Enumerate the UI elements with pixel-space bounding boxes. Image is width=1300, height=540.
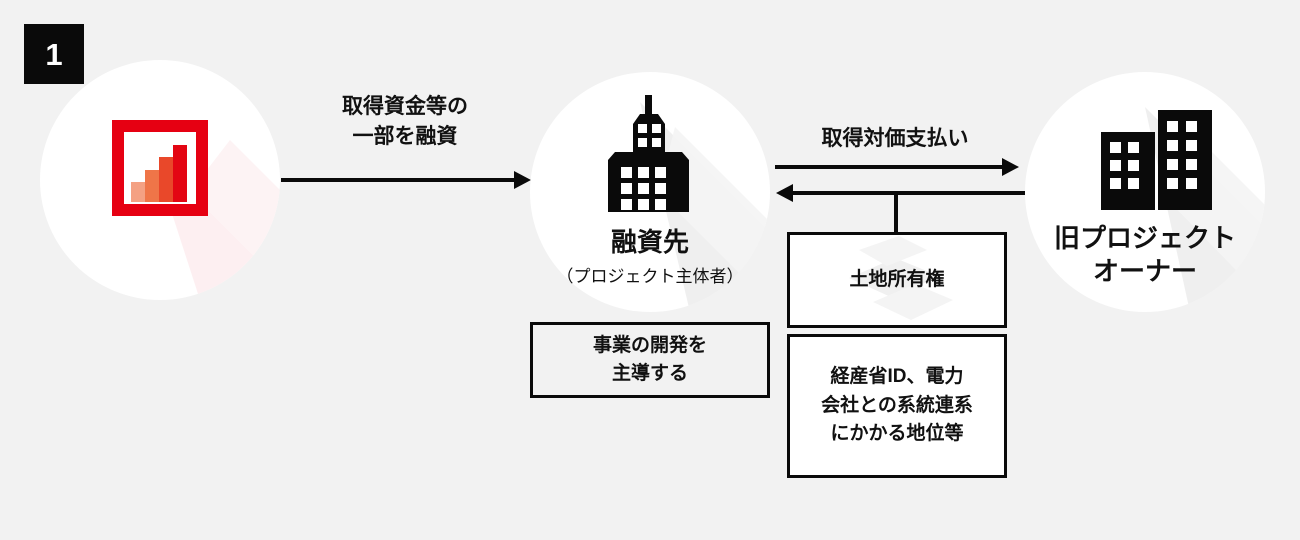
box-land-ownership: 土地所有権	[787, 232, 1007, 328]
connector-transfer-to-boxes	[894, 193, 898, 235]
box-development-lead: 事業の開発を 主導する	[530, 322, 770, 398]
step-number-badge: 1	[24, 24, 84, 84]
box-grid-status-text: 経産省ID、電力 会社との系統連系 にかかる地位等	[821, 366, 973, 445]
former-owner-label: 旧プロジェクト オーナー	[1053, 223, 1236, 287]
arrow-line-transfer	[793, 191, 1025, 195]
lender-circle-shadow	[153, 140, 280, 300]
arrow-head-transfer	[776, 184, 793, 202]
arrow-label-payment: 取得対価支払い	[821, 127, 969, 150]
arrow-line-payment	[775, 165, 1003, 169]
arrow-label-loan: 取得資金等の 一部を融資	[342, 95, 468, 148]
arrow-line-loan	[281, 178, 515, 182]
box-land-ownership-text: 土地所有権	[849, 268, 945, 290]
borrower-label: 融資先	[610, 227, 689, 257]
bar-chart-framed-icon	[112, 120, 208, 216]
box-grid-status: 経産省ID、電力 会社との系統連系 にかかる地位等	[787, 334, 1007, 478]
arrow-head-payment	[1002, 158, 1019, 176]
borrower-sublabel: （プロジェクト主体者）	[556, 267, 744, 286]
arrow-head-loan	[514, 171, 531, 189]
box-development-lead-text: 事業の開発を 主導する	[592, 334, 707, 385]
lender-circle	[40, 60, 280, 300]
